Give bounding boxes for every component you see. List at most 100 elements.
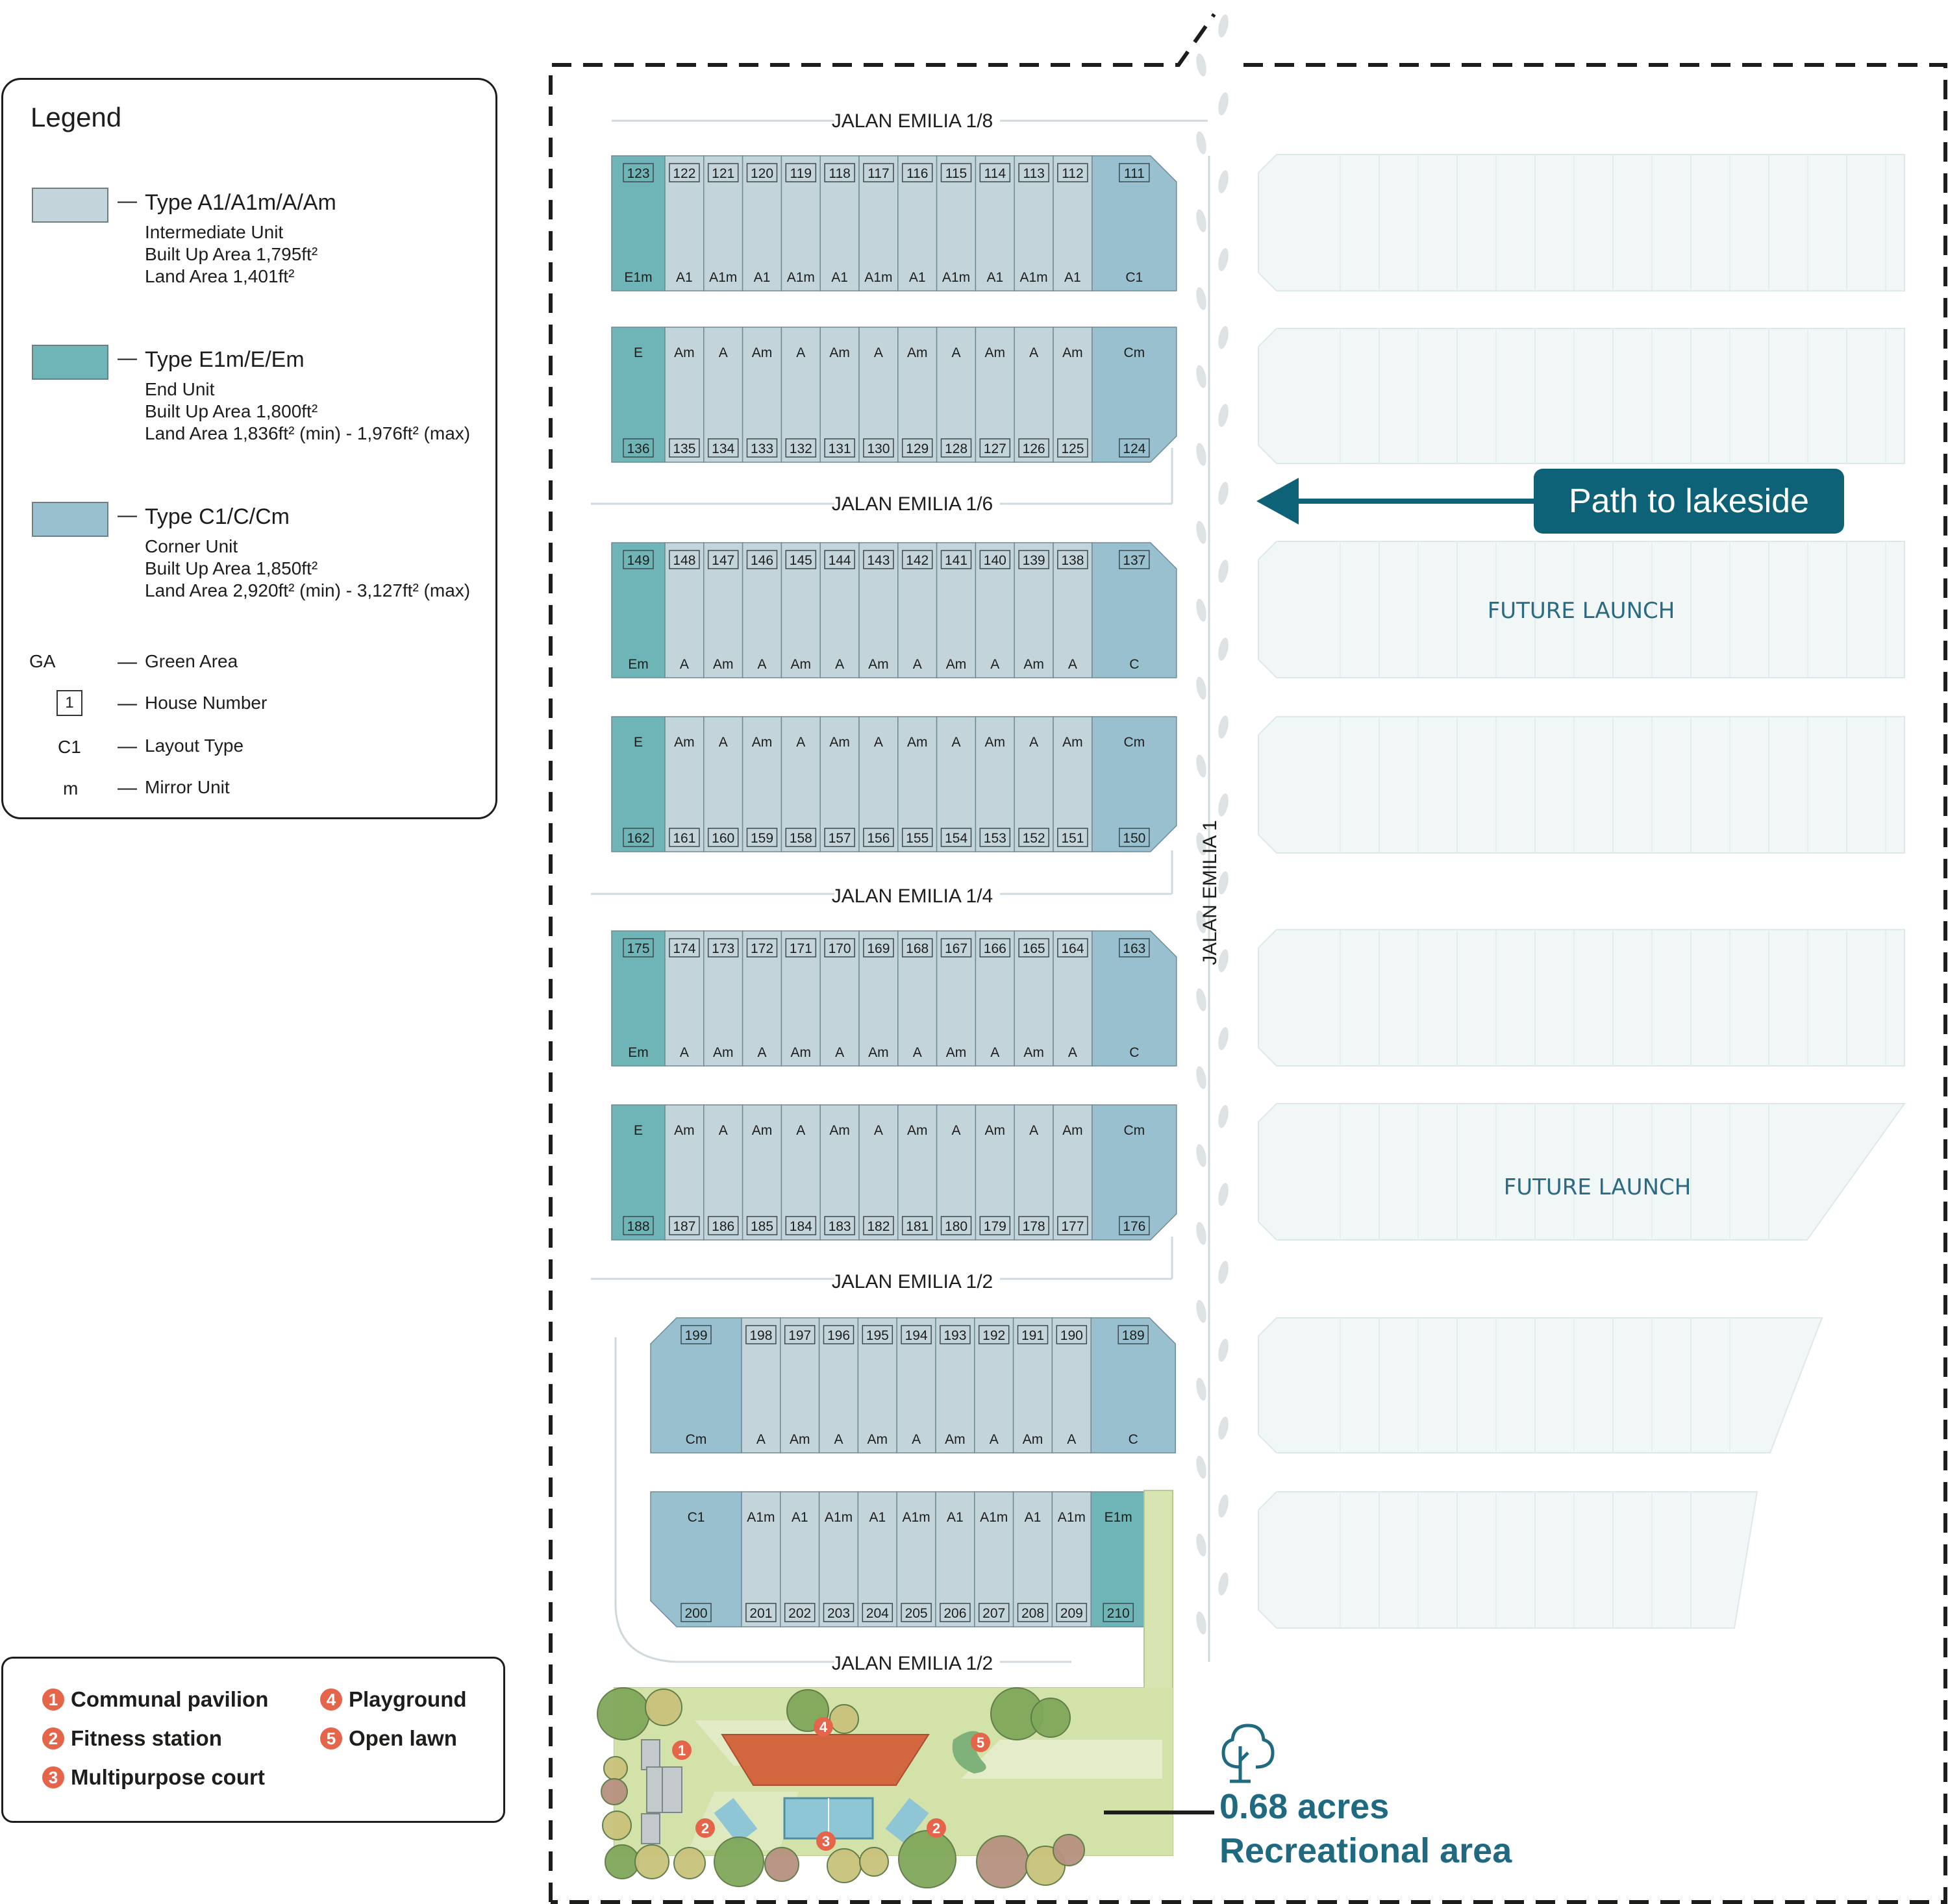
- footprint-icon: [1218, 1339, 1229, 1362]
- layout-type: A: [951, 345, 960, 360]
- layout-type: A: [874, 735, 883, 750]
- layout-type: Am: [1062, 735, 1083, 750]
- layout-type: Am: [907, 735, 928, 750]
- layout-type: E: [634, 345, 643, 360]
- house-number: 153: [984, 831, 1006, 846]
- house-number: 121: [712, 166, 734, 181]
- house-number-box: [1119, 163, 1150, 182]
- layout-type: A: [719, 1123, 728, 1138]
- house-number-box: [824, 1216, 855, 1235]
- house-number: 116: [906, 166, 928, 181]
- house-number: 208: [1021, 1606, 1044, 1621]
- layout-type: A1m: [747, 1510, 775, 1525]
- layout-type: A1: [831, 270, 848, 285]
- house-number-box: [824, 938, 855, 958]
- footprint-icon: [1196, 910, 1206, 933]
- house-number-box: [707, 163, 739, 182]
- layout-type: A1m: [825, 1510, 853, 1525]
- amenity-marker-number: 3: [822, 1833, 830, 1849]
- house-number-box: [863, 438, 894, 458]
- legend-symbol-mirror: m: [63, 778, 79, 798]
- house-number-box: [785, 1216, 817, 1235]
- house-lot[interactable]: [1092, 716, 1177, 852]
- house-lot[interactable]: [1092, 542, 1177, 678]
- footprint-icon: [1218, 871, 1229, 895]
- footprint-icon: [1196, 676, 1206, 700]
- legend-dash: —: [118, 504, 137, 526]
- tree: [764, 1847, 799, 1882]
- tree: [601, 1778, 628, 1805]
- legend-dash: —: [118, 736, 137, 757]
- layout-type: Am: [868, 1432, 888, 1447]
- tree: [1053, 1834, 1085, 1866]
- house-number-box: [746, 438, 778, 458]
- layout-type: A1: [986, 270, 1003, 285]
- house-number: 167: [945, 941, 968, 956]
- house-number: 111: [1124, 166, 1145, 181]
- house-lot[interactable]: [1092, 930, 1177, 1067]
- footprint-icon: [1218, 1027, 1229, 1050]
- house-number: 130: [867, 441, 890, 456]
- layout-type: Am: [907, 345, 928, 360]
- house-lot[interactable]: [1092, 327, 1177, 463]
- amenity-marker-number: 5: [977, 1735, 984, 1751]
- recreation-area-label: Recreational area: [1219, 1831, 1512, 1870]
- house-lot[interactable]: [1090, 1317, 1176, 1453]
- house-number-box: [1119, 828, 1150, 847]
- housing-block: 199Cm198A197Am196A195Am194A193Am192A191A…: [650, 1317, 1176, 1453]
- house-lot[interactable]: [650, 1491, 742, 1627]
- layout-type: A: [1029, 345, 1038, 360]
- house-number-box: [940, 550, 972, 569]
- house-number: 172: [751, 941, 773, 956]
- house-number-box: [901, 550, 933, 569]
- house-number-box: [940, 438, 972, 458]
- layout-type: Cm: [686, 1432, 707, 1447]
- house-number-box: [863, 550, 894, 569]
- house-number-box: [746, 1216, 778, 1235]
- house-number: 173: [712, 941, 734, 956]
- footprint-icon: [1218, 637, 1229, 661]
- house-number-box: [785, 550, 817, 569]
- house-number-box: [901, 1216, 933, 1235]
- layout-type: A: [680, 1045, 689, 1060]
- site-boundary: [549, 13, 1947, 1904]
- house-number: 206: [943, 1606, 966, 1621]
- house-number-box: [623, 163, 654, 182]
- amenity-marker-number: 4: [819, 1719, 828, 1735]
- house-number-box: [1018, 828, 1049, 847]
- house-lot[interactable]: [1092, 155, 1177, 291]
- layout-type: A: [951, 1123, 960, 1138]
- house-number: 177: [1061, 1219, 1084, 1234]
- house-number-box: [669, 438, 700, 458]
- house-number: 160: [712, 831, 734, 846]
- layout-type: A1m: [1058, 1510, 1086, 1525]
- tree: [602, 1811, 632, 1840]
- house-number-box: [1118, 1325, 1149, 1344]
- house-number: 205: [905, 1606, 928, 1621]
- house-number: 202: [788, 1606, 811, 1621]
- layout-type: Cm: [1123, 1123, 1145, 1138]
- house-number-box: [1119, 1216, 1150, 1235]
- legend-symbol-layout-type-text: Layout Type: [145, 736, 244, 756]
- road-label-emilia-1-6: JALAN EMILIA 1/6: [832, 493, 993, 515]
- legend-type-end-land: Land Area 1,836ft² (min) - 1,976ft² (max…: [145, 423, 471, 443]
- house-number: 158: [790, 831, 812, 846]
- layout-type: A1: [792, 1510, 808, 1525]
- house-number-box: [746, 163, 778, 182]
- housing-block: 188E187Am186A185Am184A183Am182A181Am180A…: [611, 1104, 1177, 1241]
- legend-type-intermediate-land: Land Area 1,401ft²: [145, 266, 295, 286]
- layout-type: Am: [1062, 345, 1083, 360]
- house-number: 127: [984, 441, 1006, 456]
- house-lot[interactable]: [650, 1317, 742, 1453]
- legend-dash: —: [118, 651, 137, 673]
- legend-type-corner-desc: Corner Unit: [145, 536, 238, 556]
- layout-type: Am: [713, 657, 734, 672]
- layout-type: E: [634, 735, 643, 750]
- house-number: 181: [906, 1219, 929, 1234]
- house-lot[interactable]: [1092, 1104, 1177, 1241]
- layout-type: Am: [945, 1432, 966, 1447]
- footprint-icon: [1218, 1261, 1229, 1284]
- house-number: 191: [1021, 1328, 1044, 1343]
- layout-type: A: [1029, 735, 1038, 750]
- house-number: 144: [829, 553, 851, 568]
